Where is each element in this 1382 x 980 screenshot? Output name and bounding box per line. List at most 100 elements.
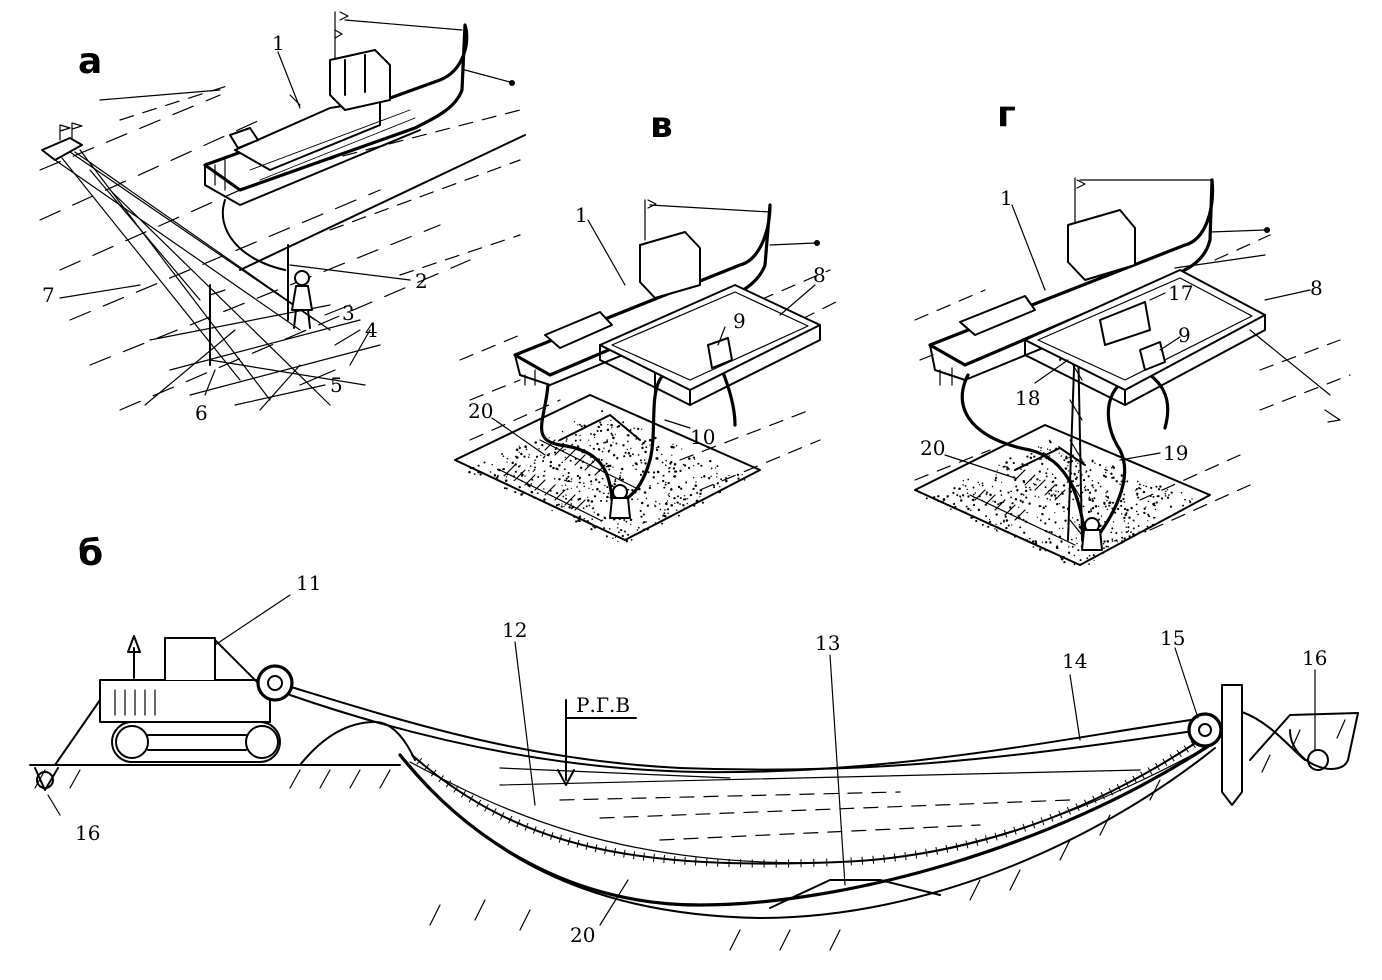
sand-dot [637, 529, 639, 531]
sand-dot [627, 534, 629, 536]
sand-dot [956, 494, 958, 496]
pipeline-tick [674, 856, 675, 864]
sand-dot [1071, 539, 1073, 541]
sand-dot [1126, 509, 1129, 512]
callout-10-v: 10 [690, 425, 715, 449]
sand-dot [959, 495, 961, 497]
sand-dot [616, 536, 617, 537]
sand-dot [599, 427, 600, 428]
sand-dot [1165, 491, 1167, 493]
sand-dot [967, 479, 969, 481]
sand-dot [1121, 537, 1123, 539]
sand-dot [1106, 469, 1108, 471]
sand-dot [1159, 485, 1161, 487]
sand-dot [708, 477, 710, 479]
callout-17-g: 17 [1168, 281, 1193, 305]
sand-dot [1060, 540, 1062, 542]
sand-dot [521, 480, 523, 482]
sand-dot [562, 485, 563, 486]
sand-dot [1059, 528, 1060, 529]
sand-dot [975, 520, 977, 522]
sand-dot [528, 470, 529, 471]
sand-dot [520, 472, 521, 473]
sand-dot [1055, 490, 1056, 491]
sand-dot [1046, 475, 1048, 477]
sand-dot [1054, 521, 1056, 523]
sand-dot [577, 424, 578, 425]
sand-dot [693, 465, 694, 466]
sand-dot [1138, 487, 1140, 489]
sand-dot [1010, 497, 1012, 499]
sand-dot [992, 486, 994, 488]
sand-dot [995, 523, 996, 524]
sand-dot [658, 518, 660, 520]
sand-dot [1002, 466, 1004, 468]
sand-dot [1128, 516, 1130, 518]
sand-dot [594, 437, 595, 438]
sand-dot [668, 493, 669, 494]
sand-dot [514, 463, 516, 465]
hose-a [223, 200, 285, 270]
sand-dot [547, 454, 549, 456]
sand-dot [998, 465, 999, 466]
sand-dot [657, 483, 659, 485]
sand-dot [978, 509, 980, 511]
sand-dot [1078, 470, 1080, 472]
sand-dot [503, 475, 505, 477]
sand-dot [483, 461, 485, 463]
sand-dot [1026, 512, 1027, 513]
sand-dot [953, 503, 955, 505]
sand-dot [583, 482, 585, 484]
callout-20-g: 20 [920, 436, 945, 460]
panel-g: г [915, 94, 1350, 565]
sand-dot [664, 509, 666, 511]
sand-dot [598, 481, 600, 483]
sand-dot [1090, 509, 1092, 511]
sand-dot [728, 475, 729, 476]
sand-dot [1156, 501, 1158, 503]
sand-dot [656, 447, 657, 448]
sand-dot [627, 441, 629, 443]
sand-dot [590, 480, 592, 482]
sand-dot [1107, 540, 1110, 543]
sand-dot [1076, 485, 1077, 486]
sand-dot [679, 470, 681, 472]
sand-dot [1159, 521, 1161, 523]
sand-dot [1014, 479, 1016, 481]
sand-dot [1013, 462, 1015, 464]
sand-dot [519, 447, 521, 449]
sand-dot [665, 465, 667, 467]
sand-dot [657, 471, 660, 474]
sand-dot [511, 475, 513, 477]
sand-dot [570, 498, 572, 500]
callout-7-a: 7 [42, 283, 55, 307]
sand-dot [1011, 524, 1012, 525]
sand-dot [1015, 485, 1017, 487]
sand-dot [1048, 518, 1050, 520]
sand-dot [656, 457, 659, 460]
sand-dot [530, 465, 532, 467]
sand-dot [699, 496, 700, 497]
sand-dot [606, 496, 609, 499]
pulley-right-b [1189, 685, 1305, 805]
sand-dot [537, 476, 539, 478]
sand-dot [641, 447, 643, 449]
sand-dot [606, 486, 608, 488]
sand-dot [1006, 519, 1009, 522]
sand-dot [1054, 534, 1056, 536]
sand-dot [1084, 487, 1086, 489]
sand-dot [579, 482, 580, 483]
sand-dot [1091, 498, 1093, 500]
sand-dot [972, 516, 974, 518]
sand-dot [1127, 526, 1129, 528]
sand-dot [518, 452, 519, 453]
sand-dot [742, 474, 743, 475]
sand-dot [1058, 446, 1060, 448]
sand-dot [692, 488, 694, 490]
sand-dot [974, 492, 976, 494]
sand-dot [645, 446, 647, 448]
sand-dot [967, 492, 969, 494]
sand-dot [1054, 512, 1055, 513]
sand-dot [713, 484, 715, 486]
trench-bottom-b [770, 880, 940, 908]
